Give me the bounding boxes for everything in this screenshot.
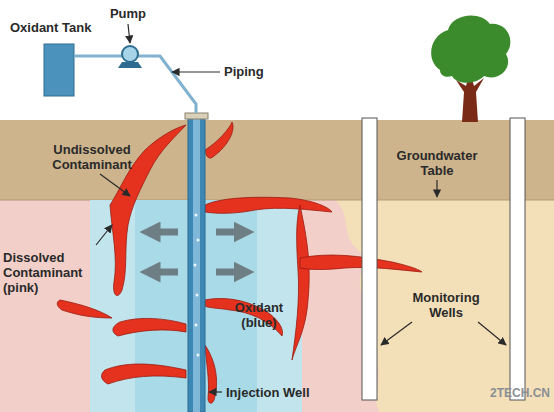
oxidant-bubbles bbox=[194, 214, 200, 357]
oxidant-label: Oxidant (blue) bbox=[226, 300, 292, 330]
well-head bbox=[185, 113, 208, 119]
water-table-label: Groundwater Table bbox=[388, 148, 486, 178]
pump-label: Pump bbox=[103, 6, 153, 21]
monitoring-well bbox=[510, 118, 525, 400]
leader-lines bbox=[96, 24, 506, 392]
pipe bbox=[74, 55, 126, 58]
oxidant-tank bbox=[44, 44, 74, 96]
wells-label: Monitoring Wells bbox=[396, 290, 496, 320]
pump bbox=[122, 46, 138, 62]
plume-label: Dissolved Contaminant (pink) bbox=[3, 250, 95, 295]
watermark: 2TECH.CN bbox=[466, 386, 550, 401]
vadose-soil bbox=[0, 120, 554, 200]
injection-well bbox=[188, 118, 205, 412]
tree-crown bbox=[431, 15, 510, 82]
dissolved-plume bbox=[0, 200, 554, 412]
piping-label: Piping bbox=[224, 64, 284, 79]
monitoring-well bbox=[362, 118, 377, 400]
contaminant-label: Undissolved Contaminant bbox=[42, 142, 142, 172]
piping bbox=[134, 56, 196, 113]
well-casing bbox=[193, 118, 200, 412]
tank-label: Oxidant Tank bbox=[10, 20, 110, 35]
injection-well-label: Injection Well bbox=[226, 385, 336, 400]
